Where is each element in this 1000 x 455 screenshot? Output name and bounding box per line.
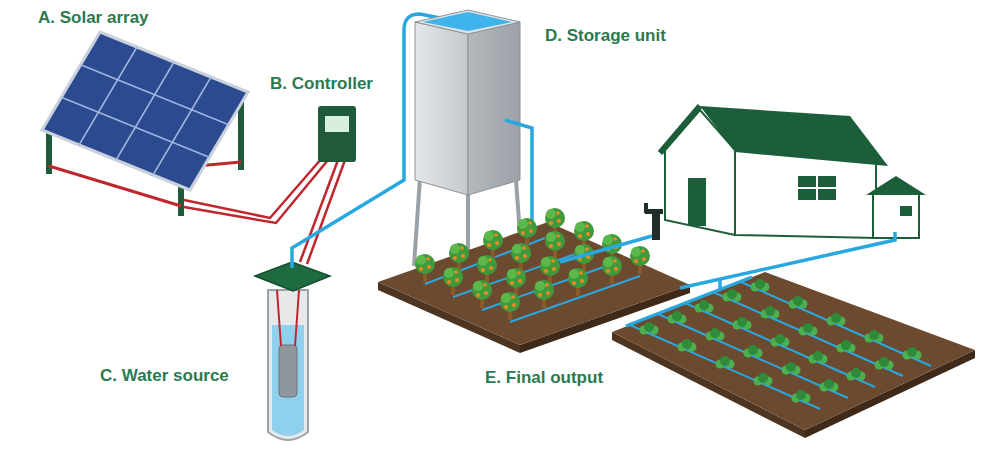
- crop-plant: [706, 328, 725, 341]
- crop-plant: [827, 313, 846, 326]
- fruit-tree: [415, 254, 435, 282]
- window-frame: [798, 187, 836, 189]
- crop-plant: [771, 334, 790, 347]
- crop-plant: [668, 311, 687, 324]
- drip-lines: [630, 282, 931, 409]
- crop-plant: [695, 300, 714, 313]
- house-door: [688, 178, 706, 226]
- tank-water: [423, 12, 512, 31]
- crop-plant: [789, 296, 808, 309]
- crop-plant: [792, 390, 811, 403]
- rack-post: [178, 186, 184, 216]
- submersible-pump: [279, 345, 297, 397]
- fruit-tree: [568, 268, 588, 296]
- part-label: D. Storage unit: [545, 26, 666, 46]
- solar-panel: [42, 32, 248, 190]
- fruit-tree: [500, 292, 520, 320]
- water-tap: [644, 203, 663, 240]
- fruit-tree: [449, 243, 469, 271]
- crop-plant: [799, 323, 818, 336]
- shed: [866, 176, 926, 238]
- controller-body: [318, 106, 356, 162]
- crop-plant: [809, 351, 828, 364]
- tap-spout: [644, 203, 648, 213]
- shed-window: [900, 206, 912, 216]
- part-label: A. Solar array: [38, 8, 149, 28]
- crop-plant: [716, 356, 735, 369]
- soil: [612, 272, 975, 430]
- crop-plant: [782, 362, 801, 375]
- crop-plant: [820, 379, 839, 392]
- part-label: B. Controller: [270, 74, 373, 94]
- panel-face: [42, 32, 248, 190]
- house-window: [798, 176, 836, 200]
- crop-plant: [865, 330, 884, 343]
- fruit-tree: [506, 268, 526, 296]
- crops: [640, 279, 922, 403]
- crop-plant: [761, 306, 780, 319]
- fruit-tree: [443, 267, 463, 295]
- crop-plant: [751, 279, 770, 292]
- fruit-tree: [540, 256, 560, 284]
- trees: [415, 208, 650, 320]
- crop-plant: [754, 373, 773, 386]
- water-pipe: [560, 236, 652, 262]
- fruit-tree: [477, 255, 497, 283]
- tank-left-face: [415, 22, 468, 195]
- power-wires: [184, 158, 345, 264]
- storage-tank: [415, 10, 520, 195]
- fruit-tree: [602, 256, 622, 284]
- panel-grid: [61, 47, 228, 175]
- crop-plant: [678, 339, 697, 352]
- fruit-tree: [511, 243, 531, 271]
- fruit-tree: [483, 230, 503, 258]
- well-casing: [268, 290, 308, 440]
- shed-wall: [873, 192, 919, 238]
- crop-plant: [640, 322, 659, 335]
- crop-plant: [847, 368, 866, 381]
- tank-top: [415, 10, 520, 34]
- crop-plant: [744, 345, 763, 358]
- fruit-tree: [517, 218, 537, 246]
- part-label: E. Final output: [485, 368, 603, 388]
- fruit-tree: [472, 280, 492, 308]
- controller-box: [318, 106, 356, 162]
- crop-plant: [837, 340, 856, 353]
- vegetable-field: [612, 272, 975, 438]
- well-water: [272, 325, 304, 436]
- borehole-well: [255, 262, 330, 440]
- shed-roof: [866, 176, 926, 195]
- crop-plant: [733, 317, 752, 330]
- fruit-tree: [534, 280, 554, 308]
- water-pipe: [680, 232, 895, 288]
- controller-screen: [325, 116, 349, 132]
- soil: [378, 222, 690, 345]
- fruit-tree: [545, 231, 565, 259]
- house-side-wall: [735, 150, 876, 238]
- crop-plant: [903, 347, 922, 360]
- crop-plant: [875, 357, 894, 370]
- part-label: C. Water source: [100, 366, 229, 386]
- house-roof: [700, 106, 888, 166]
- tank-right-face: [468, 22, 520, 195]
- roof-edge: [660, 106, 700, 153]
- pump-wire: [277, 290, 281, 346]
- fruit-tree: [630, 246, 650, 274]
- tap-post: [652, 212, 660, 240]
- pump-wire: [295, 290, 299, 346]
- farm-house: [660, 106, 888, 238]
- crop-plant: [723, 289, 742, 302]
- orchard-plot: [378, 208, 690, 353]
